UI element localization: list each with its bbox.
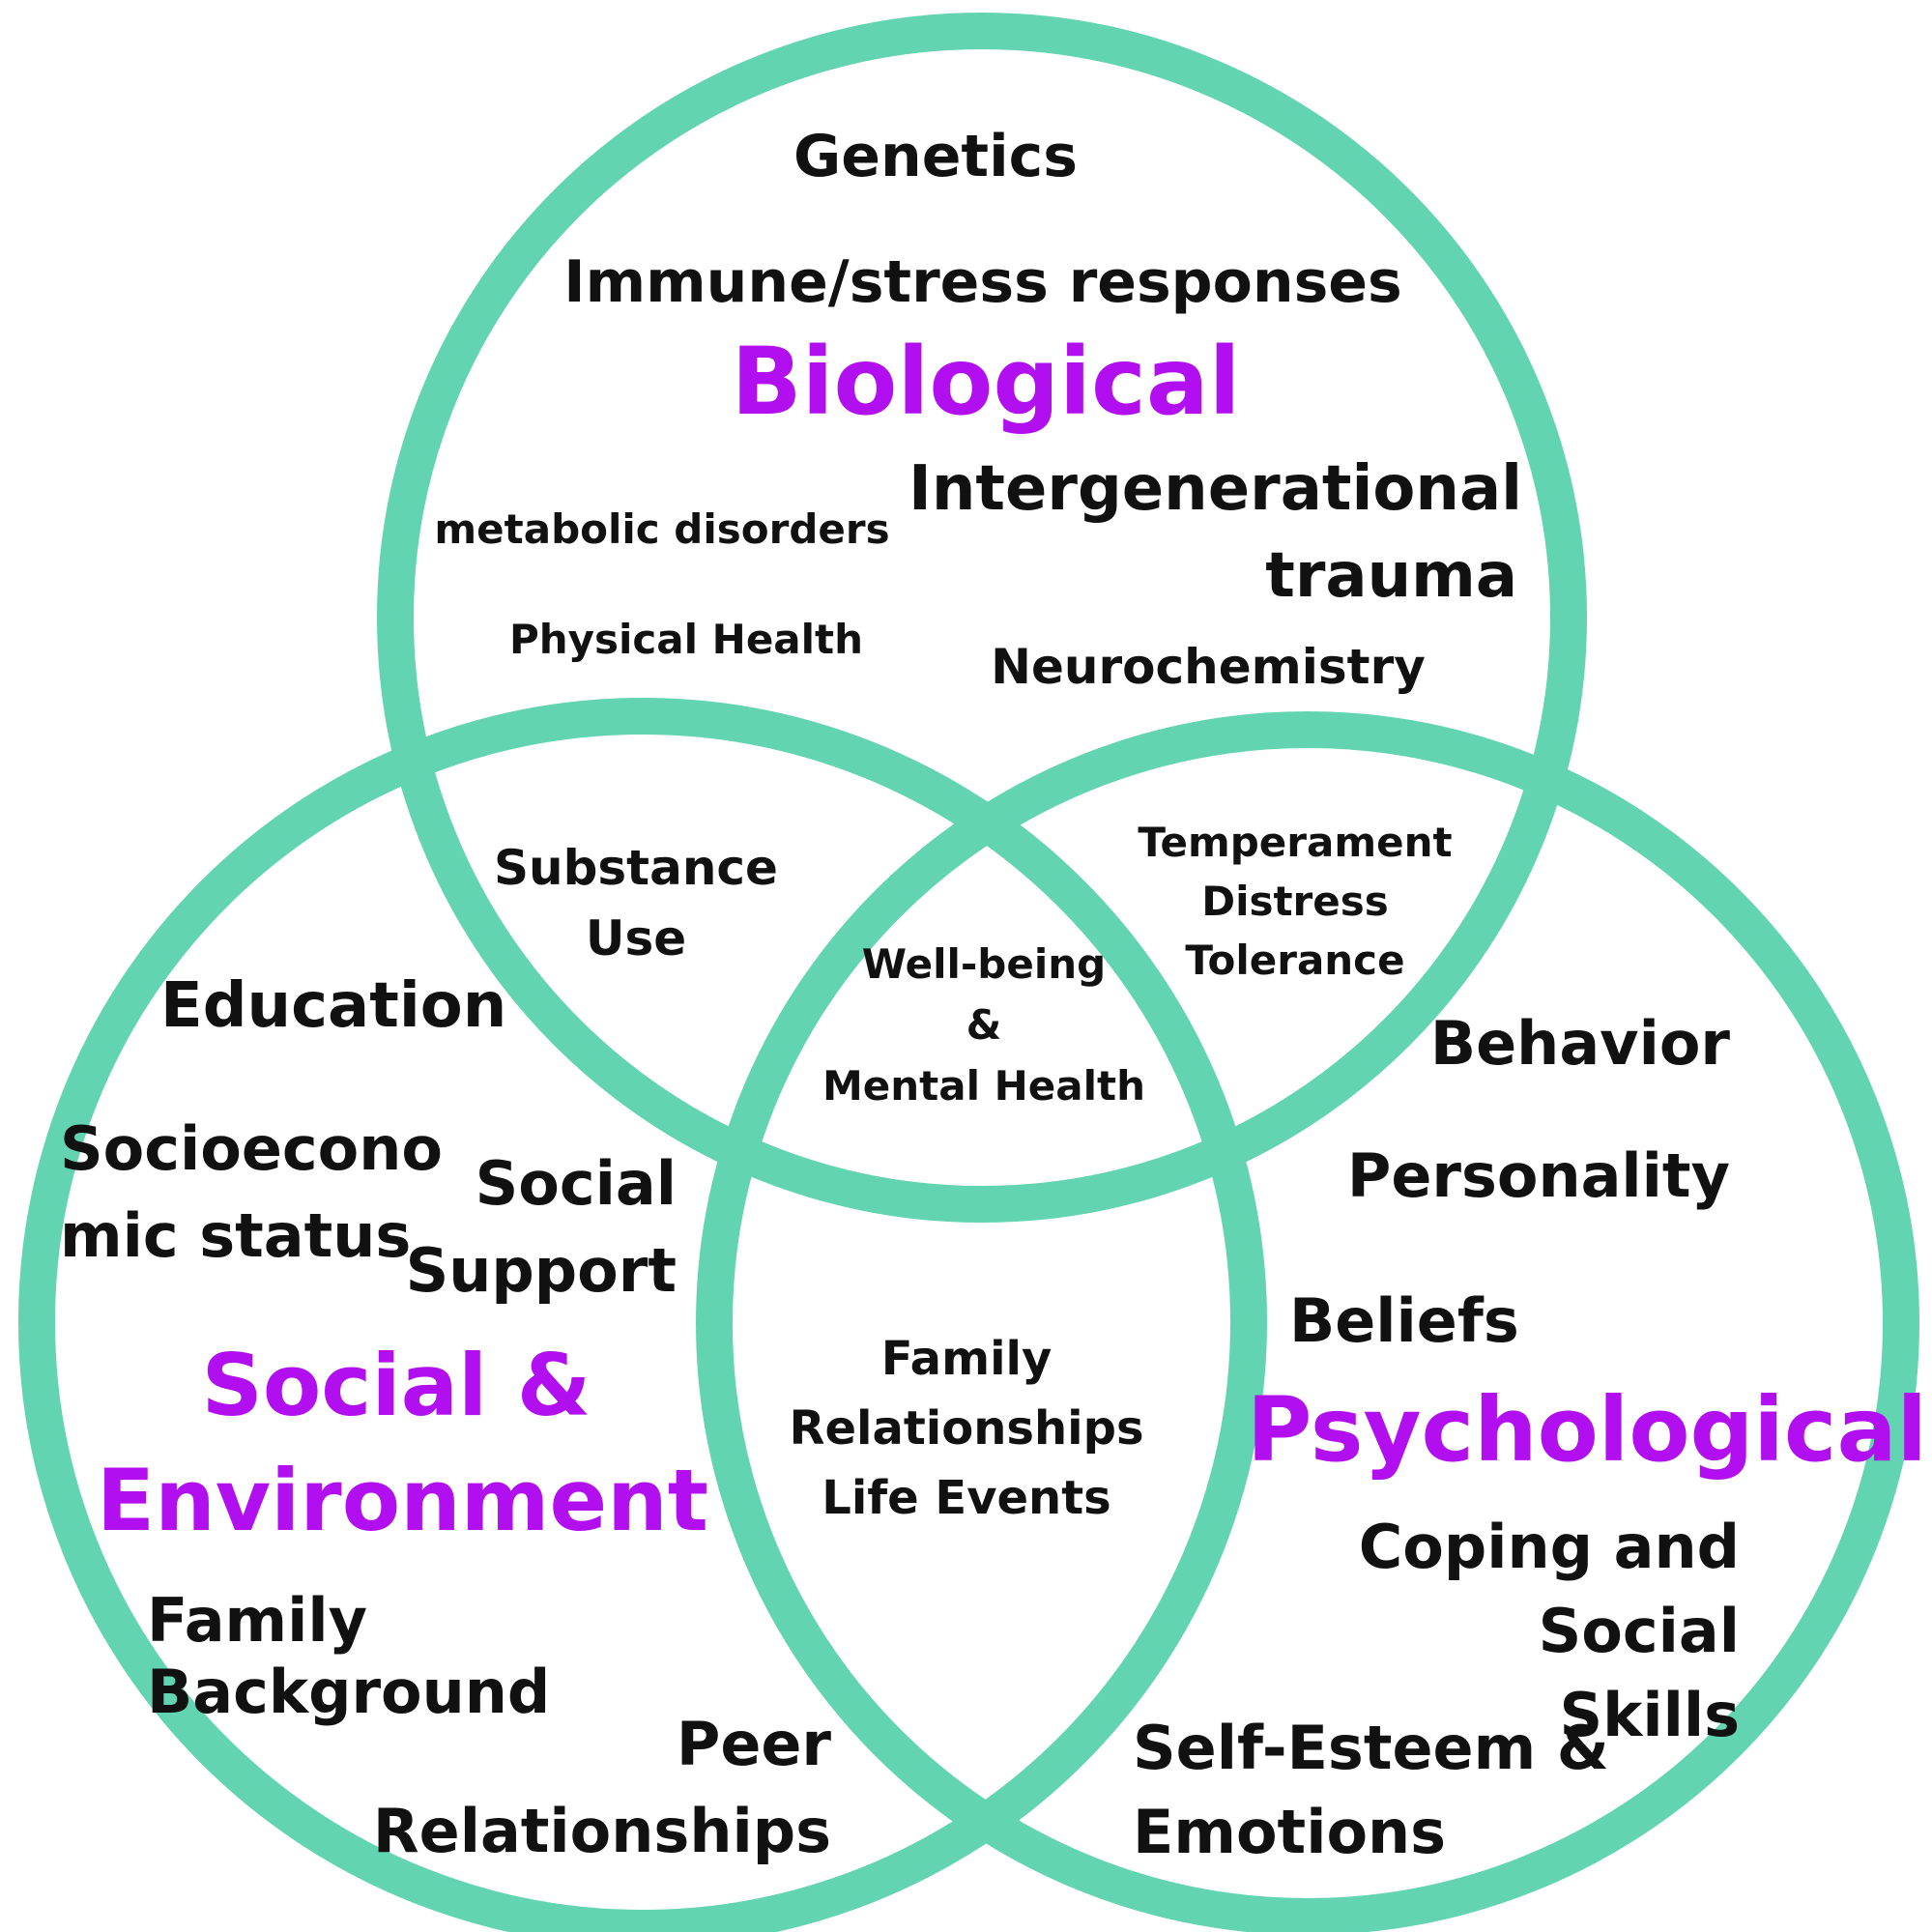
label-family-relationships-life-events: Family Relationships Life Events bbox=[789, 1332, 1144, 1525]
label-substance-use: Substance Use bbox=[494, 840, 778, 966]
circle-biological bbox=[377, 13, 1587, 1223]
label-physical-health: Physical Health bbox=[508, 616, 864, 663]
title-social-environment: Social & Environment bbox=[97, 1336, 708, 1550]
label-self-esteem-emotions: Self-Esteem & Emotions bbox=[1133, 1713, 1609, 1867]
label-temperament-distress-tolerance: Temperament Distress Tolerance bbox=[1138, 819, 1453, 984]
circle-psychological bbox=[696, 711, 1919, 1932]
title-biological: Biological bbox=[731, 328, 1241, 436]
label-beliefs: Beliefs bbox=[1289, 1285, 1519, 1356]
label-personality: Personality bbox=[1346, 1140, 1730, 1211]
label-neurochemistry: Neurochemistry bbox=[991, 639, 1426, 695]
label-family-background: Family Background bbox=[147, 1585, 551, 1728]
label-immune-stress-responses: Immune/stress responses bbox=[563, 248, 1402, 316]
label-socioeconomic-status: Socioecono mic status bbox=[60, 1113, 443, 1271]
label-well-being-mental-health: Well-being & Mental Health bbox=[822, 940, 1145, 1110]
label-education: Education bbox=[160, 970, 507, 1042]
label-coping-social-skills: Coping and Social Skills bbox=[1358, 1512, 1740, 1750]
label-social-support: Social Support bbox=[405, 1148, 677, 1306]
label-genetics: Genetics bbox=[793, 123, 1078, 190]
circle-social bbox=[18, 698, 1267, 1932]
label-peer-relationships: Peer Relationships bbox=[372, 1709, 831, 1866]
title-psychological: Psychological bbox=[1247, 1378, 1928, 1482]
label-behavior: Behavior bbox=[1429, 1008, 1730, 1079]
label-metabolic-disorders: metabolic disorders bbox=[434, 505, 890, 553]
label-intergenerational-trauma: Intergenerational trauma bbox=[908, 453, 1523, 612]
